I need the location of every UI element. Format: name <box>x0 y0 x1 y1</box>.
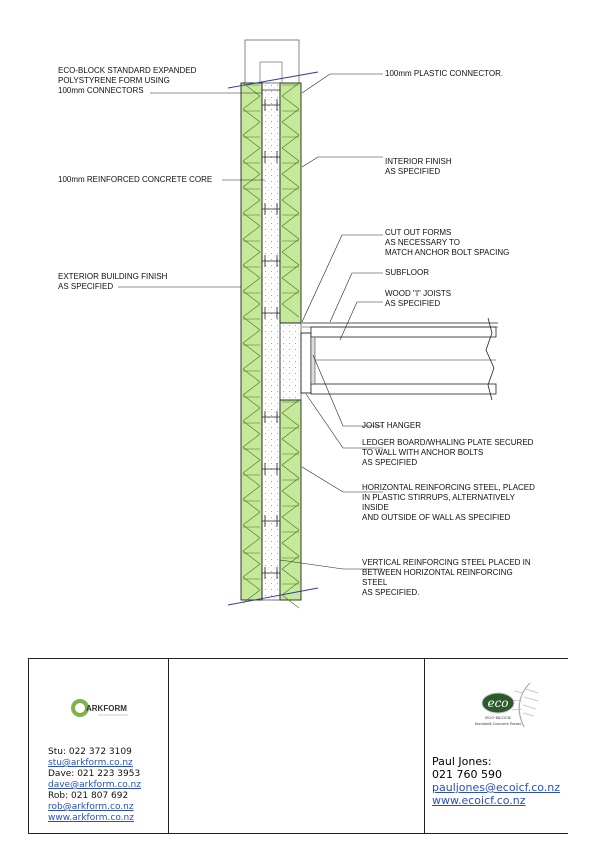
leader-interior-finish <box>301 156 383 168</box>
ledger-board <box>300 332 312 394</box>
eco-contact-name: Paul Jones: <box>432 755 492 768</box>
exterior-foam-panel <box>240 82 263 604</box>
eco-logo: eco ECO-BLOCK Insulated Concrete Forms <box>475 682 539 728</box>
leader-subfloor <box>329 272 383 323</box>
label-plastic-connector: 100mm PLASTIC CONNECTOR. <box>385 69 504 78</box>
leader-cut-out <box>301 234 383 323</box>
label-concrete-core: 100mm REINFORCED CONCRETE CORE <box>58 175 213 184</box>
contact-rob-phone: Rob: 021 807 692 <box>48 791 129 801</box>
eco-contacts: Paul Jones: 021 760 590 pauljones@ecoicf… <box>432 755 560 807</box>
svg-text:eco: eco <box>487 696 508 710</box>
svg-text:Insulated Concrete Forms: Insulated Concrete Forms <box>475 722 521 726</box>
leader-vertical-steel <box>279 559 383 570</box>
leader-joist-hanger <box>312 354 383 427</box>
wall-break-top <box>227 71 319 89</box>
contact-stu-phone: Stu: 022 372 3109 <box>48 747 132 757</box>
plastic-connectors <box>262 99 280 579</box>
i-joist <box>302 317 498 401</box>
contact-stu-email[interactable]: stu@arkform.co.nz <box>48 758 133 768</box>
eco-contact-phone: 021 760 590 <box>432 768 502 781</box>
label-subfloor: SUBFLOOR <box>385 268 430 277</box>
title-block: ARKFORM Stu: 022 372 3109 stu@arkform.co… <box>28 658 568 834</box>
contact-dave-email[interactable]: dave@arkform.co.nz <box>48 780 141 790</box>
arkform-logo: ARKFORM <box>71 699 128 717</box>
form-top-outline <box>244 39 300 91</box>
leader-connector <box>301 73 383 94</box>
svg-text:ARKFORM: ARKFORM <box>86 704 127 713</box>
eco-contact-email[interactable]: pauljones@ecoicf.co.nz <box>432 781 561 794</box>
wall-break-bottom <box>227 587 319 606</box>
wall-section-drawing <box>118 39 498 609</box>
svg-text:ECO-BLOCK: ECO-BLOCK <box>485 715 512 720</box>
arkform-website-link[interactable]: www.arkform.co.nz <box>48 813 134 823</box>
eco-website-link[interactable]: www.ecoicf.co.nz <box>432 794 526 807</box>
interior-foam-panel <box>279 82 302 609</box>
contact-rob-email[interactable]: rob@arkform.co.nz <box>48 802 134 812</box>
arkform-contacts: Stu: 022 372 3109 stu@arkform.co.nz Dave… <box>48 747 141 824</box>
leader-horizontal-steel <box>301 466 383 493</box>
label-joist-hanger: JOIST HANGER <box>362 421 421 430</box>
cut-out-concrete <box>279 322 302 401</box>
contact-dave-phone: Dave: 021 223 3953 <box>48 769 141 779</box>
leader-ledger <box>305 393 383 449</box>
leader-joist <box>339 301 383 341</box>
